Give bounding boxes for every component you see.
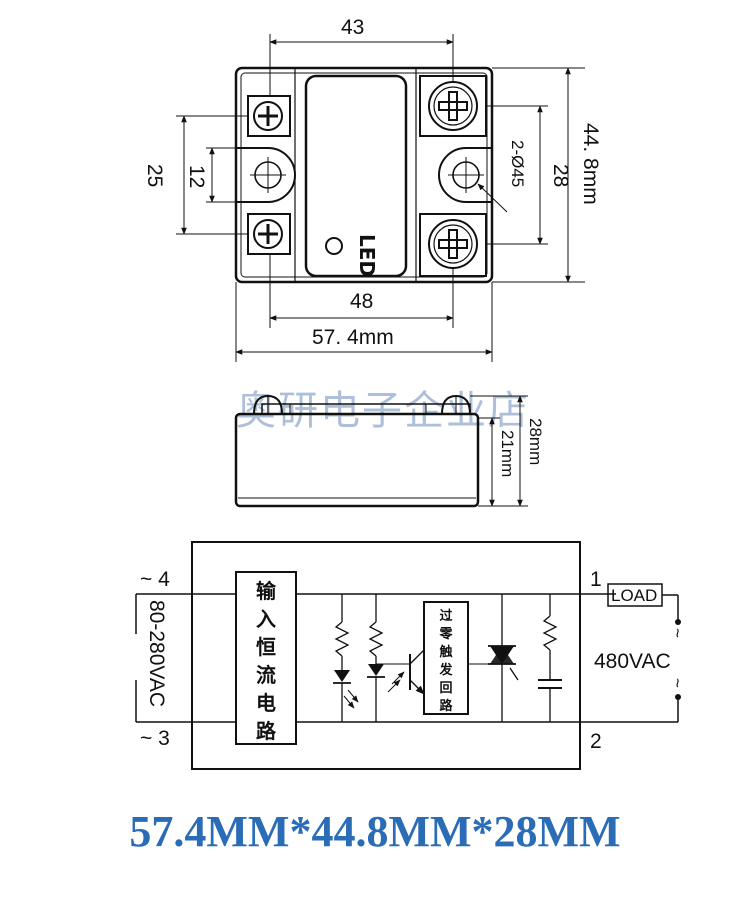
input-block-char-6: 路 [256,719,277,743]
dim-body-height: 21mm [498,430,517,477]
mounting-hole-right [438,147,492,203]
input-voltage-label: 80-280VAC [145,600,168,707]
dim-hole-spacing: 28 [549,164,572,187]
dim-terminal-spacing: 43 [341,16,364,39]
dim-total-height: 28mm [526,418,545,465]
output-tilde-bottom: ~ [668,678,687,688]
terminal-1-label: 1 [590,568,602,591]
relay-body-outline [234,66,494,284]
trigger-block-char-3: 触 [438,644,452,660]
load-label: LOAD [611,586,657,605]
led-indicator [325,237,343,255]
watermark: 奥研电子企业店 [236,388,530,434]
dim-width: 57. 4mm [312,326,394,349]
input-block-char-3: 恒 [256,635,276,659]
dim-input-spacing: 25 [143,164,166,187]
input-screw-bottom [247,213,291,255]
resistor-led-1 [333,594,359,722]
circuit-diagram: ~ 4 ~ 3 80-280VAC 输 入 恒 流 电 路 [135,541,687,770]
output-voltage-label: 480VAC [594,650,671,673]
terminal-4-label: ~ 4 [140,568,170,591]
dim-input-inner: 12 [185,165,208,188]
input-block-char-4: 流 [256,663,276,687]
label-window [304,74,408,278]
trigger-block-char-6: 路 [439,698,453,714]
terminal-2-label: 2 [590,730,602,753]
input-block-char-1: 输 [256,579,277,603]
terminal-3-label: ~ 3 [140,727,170,750]
resistor-led-2 [367,594,385,722]
led-label: LED [355,234,379,277]
dim-height: 44. 8mm [579,123,602,205]
mounting-hole-left [236,147,296,203]
side-screw-right [441,394,471,415]
output-screw-top [419,75,487,137]
dim-mounting: 48 [350,290,373,313]
trigger-block-char-5: 回 [439,681,452,696]
circuit-outline [191,541,581,770]
side-view: 28mm 21mm [234,394,545,508]
top-view: LED [143,16,602,362]
triac [468,594,519,722]
trigger-block-char-2: 零 [438,627,453,642]
trigger-block-char-1: 过 [439,608,452,624]
input-block-char-5: 电 [256,691,276,715]
dim-hole-diameter: 2-Ø45 [508,140,527,187]
side-screw-left [253,394,283,415]
zero-cross-trigger-block [423,601,469,715]
input-screw-top [247,95,291,137]
output-tilde-top: ~ [668,628,687,638]
trigger-block-char-4: 发 [438,662,453,678]
phototransistor [376,646,425,695]
rc-snubber [538,594,562,722]
size-caption: 57.4MM*44.8MM*28MM [129,807,620,856]
input-constant-current-block [235,571,297,745]
output-screw-bottom [419,213,487,277]
input-block-char-2: 入 [256,607,276,631]
